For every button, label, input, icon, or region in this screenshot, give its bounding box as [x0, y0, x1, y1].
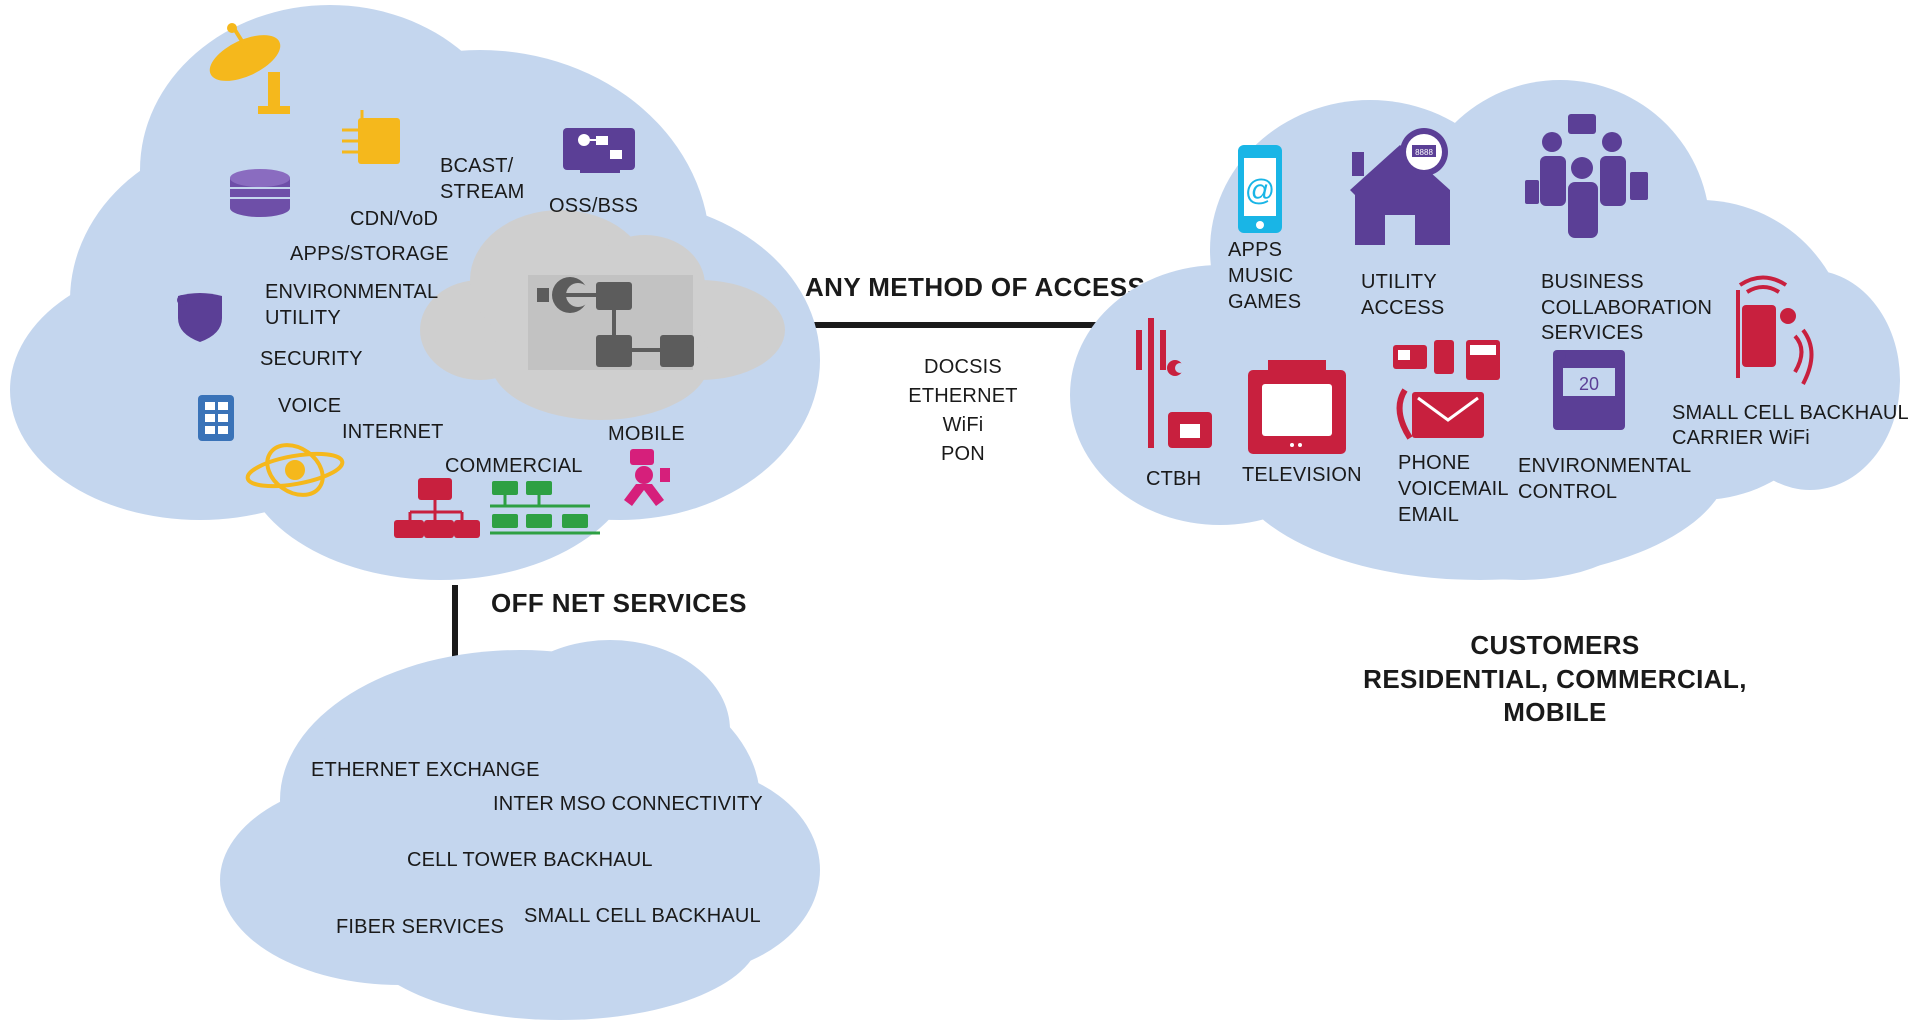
label-commercial: COMMERCIAL	[445, 455, 583, 477]
access-header: ANY METHOD OF ACCESS	[805, 272, 1145, 302]
label-fiber-services: FIBER SERVICES	[336, 916, 504, 938]
label-ctbh: CTBH	[1146, 468, 1201, 490]
access-method-ethernet: ETHERNET	[908, 385, 1017, 407]
label-oss-bss: OSS/BSS	[549, 195, 638, 217]
label-internet: INTERNET	[342, 421, 444, 443]
customers-header-line-2: RESIDENTIAL, COMMERCIAL,	[1363, 664, 1747, 694]
satellite-dish-icon	[209, 23, 290, 114]
access-methods-list: DOCSIS ETHERNET WiFi PON	[908, 356, 1017, 465]
customers-header-line-3: MOBILE	[1503, 697, 1607, 727]
label-cdn-vod: CDN/VoD	[350, 208, 438, 230]
label-carrier-wifi: CARRIER WiFi	[1672, 427, 1810, 449]
apps-phone-icon: @	[1238, 145, 1282, 233]
label-voice: VOICE	[278, 395, 341, 417]
cdn-chip-icon	[342, 110, 400, 164]
label-small-cell-customer: SMALL CELL BACKHAUL	[1672, 402, 1909, 424]
label-mobile: MOBILE	[608, 423, 685, 445]
offnet-header: OFF NET SERVICES	[491, 588, 747, 618]
ctbh-tower-icon	[1136, 318, 1212, 448]
small-cell-wifi-icon	[1736, 275, 1814, 385]
label-utility: UTILITY	[265, 307, 341, 329]
internet-globe-icon	[245, 443, 345, 497]
label-security: SECURITY	[260, 348, 363, 370]
thermostat-readout: 20	[1579, 374, 1599, 394]
oss-bss-icon	[563, 128, 635, 173]
label-phone: PHONE	[1398, 452, 1470, 474]
thermostat-icon: 20	[1553, 350, 1625, 430]
label-environmental: ENVIRONMENTAL	[265, 281, 438, 303]
access-method-docsis: DOCSIS	[924, 356, 1002, 378]
utility-house-icon: 8888	[1350, 128, 1450, 245]
label-environmental-customer: ENVIRONMENTAL	[1518, 455, 1691, 477]
label-inter-mso: INTER MSO CONNECTIVITY	[493, 793, 763, 815]
label-music: MUSIC	[1228, 265, 1293, 287]
meter-readout: 8888	[1415, 148, 1433, 157]
label-business: BUSINESS	[1541, 271, 1644, 293]
voice-phone-icon	[198, 395, 234, 441]
label-small-cell-backhaul: SMALL CELL BACKHAUL	[524, 905, 761, 927]
customers-header: CUSTOMERS RESIDENTIAL, COMMERCIAL, MOBIL…	[1363, 630, 1747, 727]
label-services: SERVICES	[1541, 322, 1643, 344]
label-television: TELEVISION	[1242, 464, 1362, 486]
label-utility-access-2: ACCESS	[1361, 297, 1444, 319]
commercial-green-network-icon	[490, 481, 600, 535]
label-stream: STREAM	[440, 181, 525, 203]
label-cell-tower-backhaul: CELL TOWER BACKHAUL	[407, 849, 653, 871]
label-games: GAMES	[1228, 291, 1301, 313]
label-control: CONTROL	[1518, 481, 1617, 503]
label-collaboration: COLLABORATION	[1541, 297, 1712, 319]
label-email: EMAIL	[1398, 504, 1459, 526]
label-utility-access-1: UTILITY	[1361, 271, 1437, 293]
security-shield-icon	[177, 293, 222, 342]
label-bcast: BCAST/	[440, 155, 514, 177]
svg-text:@: @	[1245, 174, 1275, 207]
label-ethernet-exchange: ETHERNET EXCHANGE	[311, 759, 540, 781]
mobile-person-icon	[624, 449, 670, 506]
business-group-icon	[1525, 114, 1648, 238]
label-apps: APPS	[1228, 239, 1282, 261]
label-apps-storage: APPS/STORAGE	[290, 243, 449, 265]
storage-database-icon	[230, 169, 290, 217]
offnet-services-cloud	[220, 640, 820, 1020]
core-network-icon	[528, 275, 694, 370]
access-method-wifi: WiFi	[943, 414, 984, 436]
label-voicemail: VOICEMAIL	[1398, 478, 1509, 500]
commercial-red-network-icon	[394, 478, 480, 538]
customers-header-line-1: CUSTOMERS	[1470, 630, 1639, 660]
television-icon	[1248, 360, 1346, 454]
access-method-pon: PON	[941, 443, 985, 465]
phone-email-icon	[1393, 340, 1500, 440]
